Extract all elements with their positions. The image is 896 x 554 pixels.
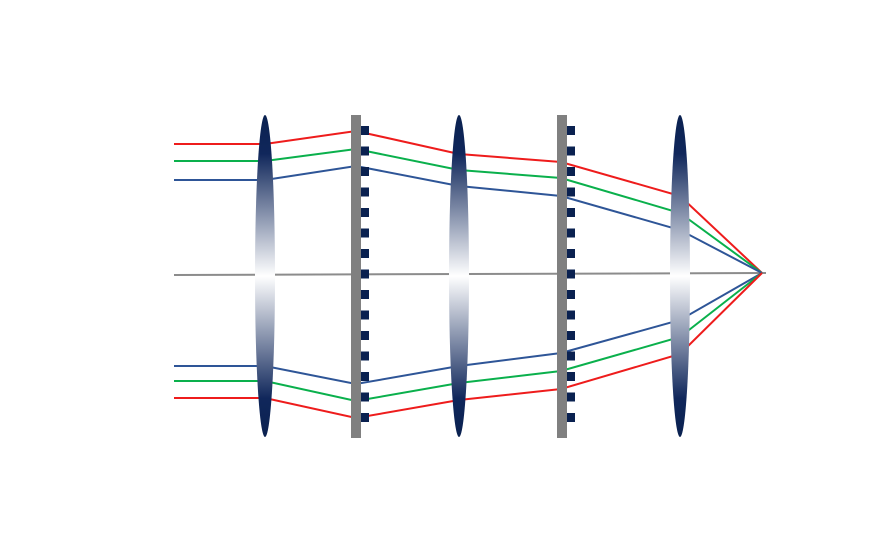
grating-tooth bbox=[361, 392, 369, 402]
grating-tooth bbox=[361, 351, 369, 361]
grating-tooth bbox=[567, 126, 575, 135]
grating-tooth bbox=[567, 310, 575, 320]
lens-3 bbox=[670, 115, 690, 437]
grating-tooth bbox=[361, 228, 369, 238]
grating-tooth bbox=[567, 392, 575, 402]
grating-tooth bbox=[567, 187, 575, 197]
grating-tooth bbox=[361, 269, 369, 279]
grating-tooth bbox=[567, 167, 575, 176]
grating-tooth bbox=[567, 269, 575, 279]
grating-tooth bbox=[361, 249, 369, 258]
grating-tooth bbox=[361, 331, 369, 340]
grating-tooth bbox=[567, 372, 575, 381]
lens-2 bbox=[449, 115, 469, 437]
grating-2 bbox=[557, 115, 575, 438]
grating-tooth bbox=[361, 187, 369, 197]
grating-tooth bbox=[361, 290, 369, 299]
grating-tooth bbox=[361, 208, 369, 217]
grating-tooth bbox=[361, 372, 369, 381]
grating-tooth bbox=[361, 167, 369, 176]
grating-tooth bbox=[567, 228, 575, 238]
grating-tooth bbox=[361, 310, 369, 320]
grating-tooth bbox=[361, 146, 369, 156]
grating-bar bbox=[557, 115, 567, 438]
grating-tooth bbox=[567, 331, 575, 340]
grating-tooth bbox=[567, 413, 575, 422]
grating-1 bbox=[351, 115, 369, 438]
grating-tooth bbox=[567, 351, 575, 361]
grating-tooth bbox=[361, 413, 369, 422]
grating-tooth bbox=[567, 208, 575, 217]
grating-tooth bbox=[567, 290, 575, 299]
grating-tooth bbox=[361, 126, 369, 135]
lens-1 bbox=[255, 115, 275, 437]
grating-tooth bbox=[567, 249, 575, 258]
grating-tooth bbox=[567, 146, 575, 156]
grating-teeth bbox=[361, 126, 369, 422]
grating-teeth bbox=[567, 126, 575, 422]
grating-bar bbox=[351, 115, 361, 438]
